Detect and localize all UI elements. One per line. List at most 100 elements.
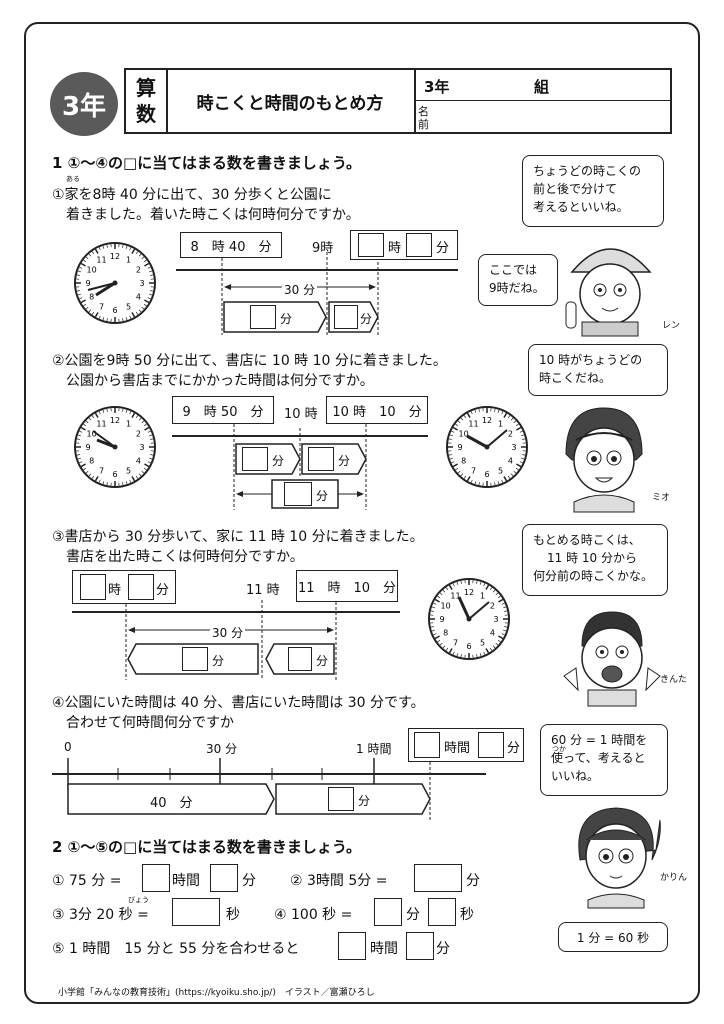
q1-arrow1-answer-box[interactable] [250, 305, 276, 329]
clock-tick [498, 598, 504, 603]
clock-tick [463, 415, 467, 419]
q3-arrow1-answer-box[interactable] [182, 647, 208, 671]
clock-tick [451, 430, 455, 433]
clock-tick [138, 473, 142, 477]
p4-left: ④ 100 秒 = [274, 907, 353, 923]
clock-tick [503, 412, 508, 418]
clock-numeral: 11 [96, 256, 106, 265]
clock-tick [492, 589, 496, 593]
p2-unit: 分 [466, 873, 480, 889]
clock-numeral: 5 [126, 302, 131, 311]
clock-numeral: 11 [468, 420, 478, 429]
clock-tick [150, 274, 154, 276]
clock-tick [106, 482, 108, 486]
q2-total-answer-box[interactable] [284, 482, 312, 506]
clock-numeral: 1 [498, 420, 503, 429]
class-grade-label: 3年 [424, 78, 450, 96]
clock-tick [141, 256, 145, 260]
ren-bubble-line2: 前と後で分けて [533, 182, 618, 196]
p5-left: ⑤ 1 時間 15 分と 55 分を合わせると [52, 941, 300, 957]
clock-tick [476, 580, 478, 584]
karin-bubble-line2: 使って、考えると [551, 751, 646, 765]
clock-numeral: 4 [490, 629, 495, 638]
page-title: 時こくと時間のもとめ方 [166, 70, 416, 132]
karin-name: かりん [660, 873, 688, 883]
p2-answer-box[interactable] [414, 864, 462, 892]
clock-tick [460, 580, 462, 584]
clock-tick [80, 262, 86, 267]
clock-tick [131, 248, 136, 254]
q4-minute-answer-box[interactable] [478, 732, 504, 758]
clock-numeral: 12 [110, 252, 120, 261]
ren-name: レン [662, 321, 681, 331]
clock-tick [497, 481, 500, 485]
p1-minute-answer-box[interactable] [210, 864, 238, 892]
grade-badge: 3年 [50, 72, 118, 136]
clock-tick [147, 461, 151, 464]
clock-numeral: 9 [457, 443, 462, 452]
clock-tick [79, 266, 83, 269]
clock-numeral: 2 [490, 602, 495, 611]
clock-tick [129, 479, 132, 483]
karin-speech-bubble: 60 分 = 1 時間を 使って、考えると いいね。 [540, 724, 668, 796]
clock-numeral: 10 [87, 266, 97, 275]
clock-numeral: 12 [110, 416, 120, 425]
q2-arrow2-answer-box[interactable] [308, 447, 334, 471]
p4-minute-answer-box[interactable] [374, 898, 402, 926]
q2-arrow1-answer-box[interactable] [242, 447, 268, 471]
clock-numeral: 3 [139, 279, 144, 288]
q1-ruby: ある [66, 175, 80, 183]
ren-illustration [565, 248, 652, 337]
clock-tick [129, 411, 132, 415]
q4-tick-0: 0 [64, 740, 72, 754]
q3-line2: 書店を出た時こくは何時何分ですか。 [66, 549, 304, 565]
p5-minute-answer-box[interactable] [406, 932, 434, 960]
clock-tick [149, 457, 153, 460]
clock-numeral: 8 [89, 293, 94, 302]
q1-answer-frame [350, 230, 458, 260]
q4-seg2-answer-box[interactable] [328, 787, 354, 811]
subject-char-1: 算 [136, 76, 156, 100]
q1-hour-answer-box[interactable] [358, 233, 384, 257]
name-field[interactable]: 名 前 [414, 100, 670, 132]
q4-hour-answer-box[interactable] [414, 732, 440, 758]
q3-hour-answer-box[interactable] [80, 574, 106, 600]
p4-second-answer-box[interactable] [428, 898, 456, 926]
p5-hour-answer-box[interactable] [338, 932, 366, 960]
class-field[interactable]: 3年 組 [414, 70, 670, 101]
q1-arrow2-answer-box[interactable] [334, 305, 358, 329]
mio-bubble-line2: 時こくだね。 [539, 371, 612, 385]
clock-tick [479, 653, 482, 657]
q2-arrow1-unit: 分 [272, 454, 285, 468]
clock-tick [503, 476, 508, 482]
clock-tick [135, 415, 139, 419]
kinta-bubble-line2: 11 時 10 分から [547, 551, 637, 565]
clock-numeral: 1 [126, 420, 131, 429]
clock-tick [143, 467, 147, 471]
p1-hour-answer-box[interactable] [142, 864, 170, 892]
clock-tick [122, 318, 124, 322]
clock-tick [442, 589, 446, 593]
clock-tick [80, 426, 86, 431]
clock-tick [91, 475, 95, 479]
q3-minute-answer-box[interactable] [128, 574, 154, 600]
q1-minute-answer-box[interactable] [406, 233, 432, 257]
clock-tick [521, 457, 525, 460]
clock-numeral: 7 [99, 302, 104, 311]
clock-tick [501, 633, 505, 636]
clock-tick [129, 247, 132, 251]
clock-tick [494, 482, 496, 486]
q3-arrow2-answer-box[interactable] [288, 647, 312, 671]
clock-tick [85, 256, 89, 260]
header-box: 算 数 時こくと時間のもとめ方 3年 組 名 前 [124, 68, 672, 134]
clock-tick [470, 411, 473, 415]
clock-tick [83, 467, 87, 471]
q2-total-unit: 分 [316, 489, 329, 503]
clock-tick [474, 409, 477, 413]
p3-answer-box[interactable] [172, 898, 220, 926]
clock-tick [516, 463, 522, 468]
clock-numeral: 9 [439, 615, 444, 624]
